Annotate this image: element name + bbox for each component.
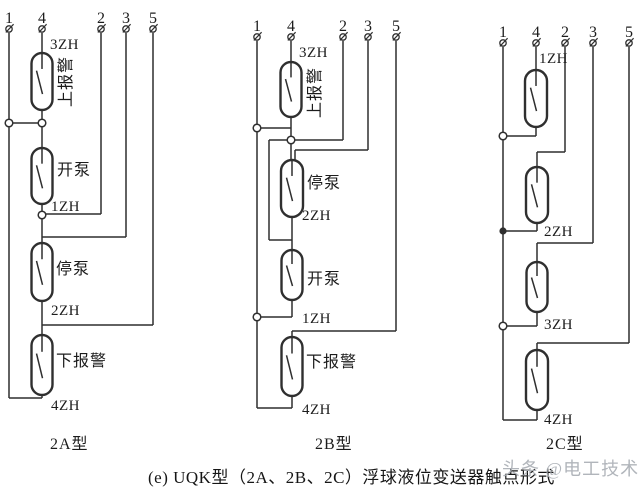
terminal-symbol-slash <box>589 37 599 47</box>
float-contact-capsule <box>30 51 54 112</box>
terminal-number: 5 <box>149 10 157 27</box>
junction-open-circle <box>498 131 508 141</box>
terminal-symbol-slash <box>392 31 402 41</box>
contact-blade <box>35 260 44 285</box>
contact-code: 2ZH <box>544 224 573 240</box>
terminal-symbol-slash <box>625 37 635 47</box>
contact-action-label: 下报警 <box>306 354 358 371</box>
contact-blade <box>284 78 293 102</box>
contact-blade <box>285 265 294 287</box>
contact-code: 4ZH <box>302 402 331 418</box>
terminal-number: 5 <box>625 24 633 41</box>
float-contact-capsule <box>524 348 550 412</box>
terminal-symbol-slash <box>5 23 15 33</box>
contact-action-label: 上报警 <box>307 66 324 118</box>
diagram-type-label: 2C型 <box>546 436 584 453</box>
terminal-symbol-slash <box>38 23 48 33</box>
terminal-number: 4 <box>38 10 46 27</box>
contact-code: 2ZH <box>302 208 331 224</box>
watermark: 头条 @电工技术 <box>502 459 640 479</box>
float-contact-capsule <box>280 335 304 398</box>
terminal-number: 5 <box>392 18 400 35</box>
contact-action-label: 开泵 <box>57 162 92 179</box>
contact-blade <box>285 355 294 380</box>
contact-code: 3ZH <box>544 317 573 333</box>
float-contact-capsule <box>525 260 549 314</box>
contact-blade <box>285 177 294 202</box>
float-contact-capsule <box>523 68 549 129</box>
terminal-symbol-slash <box>97 23 107 33</box>
contact-blade <box>529 87 538 112</box>
terminal-symbol-slash <box>149 23 159 33</box>
junction-open-circle <box>37 118 47 128</box>
diagram-type-label: 2B型 <box>315 436 353 453</box>
contact-action-label: 上报警 <box>58 55 75 107</box>
terminal-number: 4 <box>532 24 540 41</box>
contact-blade <box>35 165 44 189</box>
float-contact-capsule <box>524 165 550 225</box>
terminal-symbol-slash <box>287 31 297 41</box>
float-contact-capsule <box>30 146 54 206</box>
contact-code: 3ZH <box>50 37 79 53</box>
terminal-number: 3 <box>589 24 597 41</box>
junction-solid-dot <box>499 227 507 235</box>
contact-code: 4ZH <box>51 398 80 414</box>
contact-action-label: 停泵 <box>56 261 91 278</box>
float-contact-capsule <box>30 241 54 303</box>
contact-code: 1ZH <box>539 51 568 67</box>
contact-action-label: 开泵 <box>307 271 342 288</box>
junction-open-circle <box>498 321 508 331</box>
contact-blade <box>530 368 539 394</box>
terminal-symbol-slash <box>339 31 349 41</box>
figure-caption: (e) UQK型（2A、2B、2C）浮球液位变送器触点形式 <box>148 468 555 487</box>
junction-open-circle <box>37 210 47 220</box>
float-contact-capsule <box>280 248 304 302</box>
diagram-type-label: 2A型 <box>50 436 89 453</box>
terminal-number: 1 <box>5 10 13 27</box>
terminal-number: 1 <box>253 18 261 35</box>
terminal-number: 2 <box>339 18 347 35</box>
terminal-symbol-slash <box>561 37 571 47</box>
contact-code: 3ZH <box>299 45 328 61</box>
contact-code: 1ZH <box>302 311 331 327</box>
junction-open-circle <box>4 118 14 128</box>
terminal-symbol-slash <box>364 31 374 41</box>
float-contact-capsule <box>279 60 303 119</box>
terminal-number: 4 <box>287 18 295 35</box>
terminal-symbol-slash <box>253 31 263 41</box>
junction-open-circle <box>252 312 262 322</box>
terminal-number: 3 <box>122 10 130 27</box>
contact-code: 2ZH <box>51 303 80 319</box>
terminal-number: 2 <box>561 24 569 41</box>
float-contact-capsule <box>279 158 305 219</box>
contact-action-label: 停泵 <box>307 175 342 192</box>
junction-open-circle <box>252 123 262 133</box>
float-contact-capsule <box>30 333 54 397</box>
contact-code: 4ZH <box>544 412 573 428</box>
terminal-number: 2 <box>97 10 105 27</box>
terminal-symbol-slash <box>499 37 509 47</box>
contact-action-label: 下报警 <box>56 353 108 370</box>
terminal-number: 1 <box>499 24 507 41</box>
contact-blade <box>530 184 539 208</box>
junction-open-circle <box>286 135 296 145</box>
terminal-number: 3 <box>364 18 372 35</box>
contact-blade <box>35 353 44 379</box>
contact-code: 1ZH <box>51 199 80 215</box>
terminal-symbol-slash <box>532 37 542 47</box>
contact-blade <box>35 70 44 95</box>
contact-blade <box>530 277 539 299</box>
terminal-symbol-slash <box>122 23 132 33</box>
